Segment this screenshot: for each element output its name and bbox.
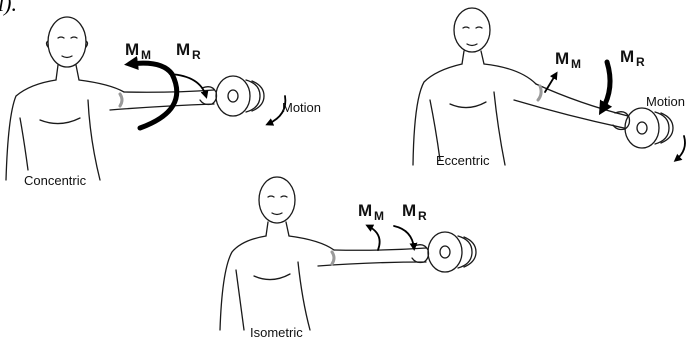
resistance-moment-subscript: R: [418, 209, 427, 223]
labels-isometric: M M M R Isometric: [250, 201, 427, 340]
muscle-moment-arrow: [130, 63, 177, 128]
resistance-moment-subscript: R: [636, 55, 645, 69]
figure-isometric: [220, 177, 429, 330]
muscle-moment-subscript: M: [141, 48, 151, 62]
motion-label: Motion: [646, 94, 685, 109]
caption-concentric: Concentric: [24, 173, 87, 188]
resistance-moment-arrow: [602, 62, 610, 110]
panel-concentric: [6, 17, 285, 180]
labels-concentric: M M M R Motion Concentric: [24, 40, 321, 188]
resistance-moment-symbol: M: [176, 40, 190, 59]
resistance-moment-symbol: M: [402, 201, 416, 220]
muscle-moment-arrow: [368, 226, 380, 250]
muscle-moment-arrow: [545, 74, 556, 92]
caption-isometric: Isometric: [250, 325, 303, 340]
figure-eccentric: [413, 8, 630, 165]
resistance-moment-subscript: R: [192, 48, 201, 62]
panel-eccentric: [413, 8, 685, 165]
dumbbell-isometric: [428, 232, 476, 272]
motion-label: Motion: [282, 100, 321, 115]
motion-arrow: [676, 136, 685, 160]
muscle-moment-symbol: M: [555, 49, 569, 68]
dumbbell-concentric: [216, 76, 264, 116]
caption-eccentric: Eccentric: [436, 153, 490, 168]
labels-eccentric: M M M R Motion Eccentric: [436, 47, 685, 168]
muscle-moment-subscript: M: [374, 209, 384, 223]
muscle-moment-symbol: M: [358, 201, 372, 220]
resistance-moment-symbol: M: [620, 47, 634, 66]
muscle-moment-symbol: M: [125, 40, 139, 59]
muscle-moment-subscript: M: [571, 57, 581, 71]
dumbbell-eccentric: [625, 108, 673, 148]
resistance-moment-arrow: [394, 226, 414, 248]
panel-isometric: [220, 177, 476, 330]
top-text-fragment: l).: [0, 0, 17, 16]
